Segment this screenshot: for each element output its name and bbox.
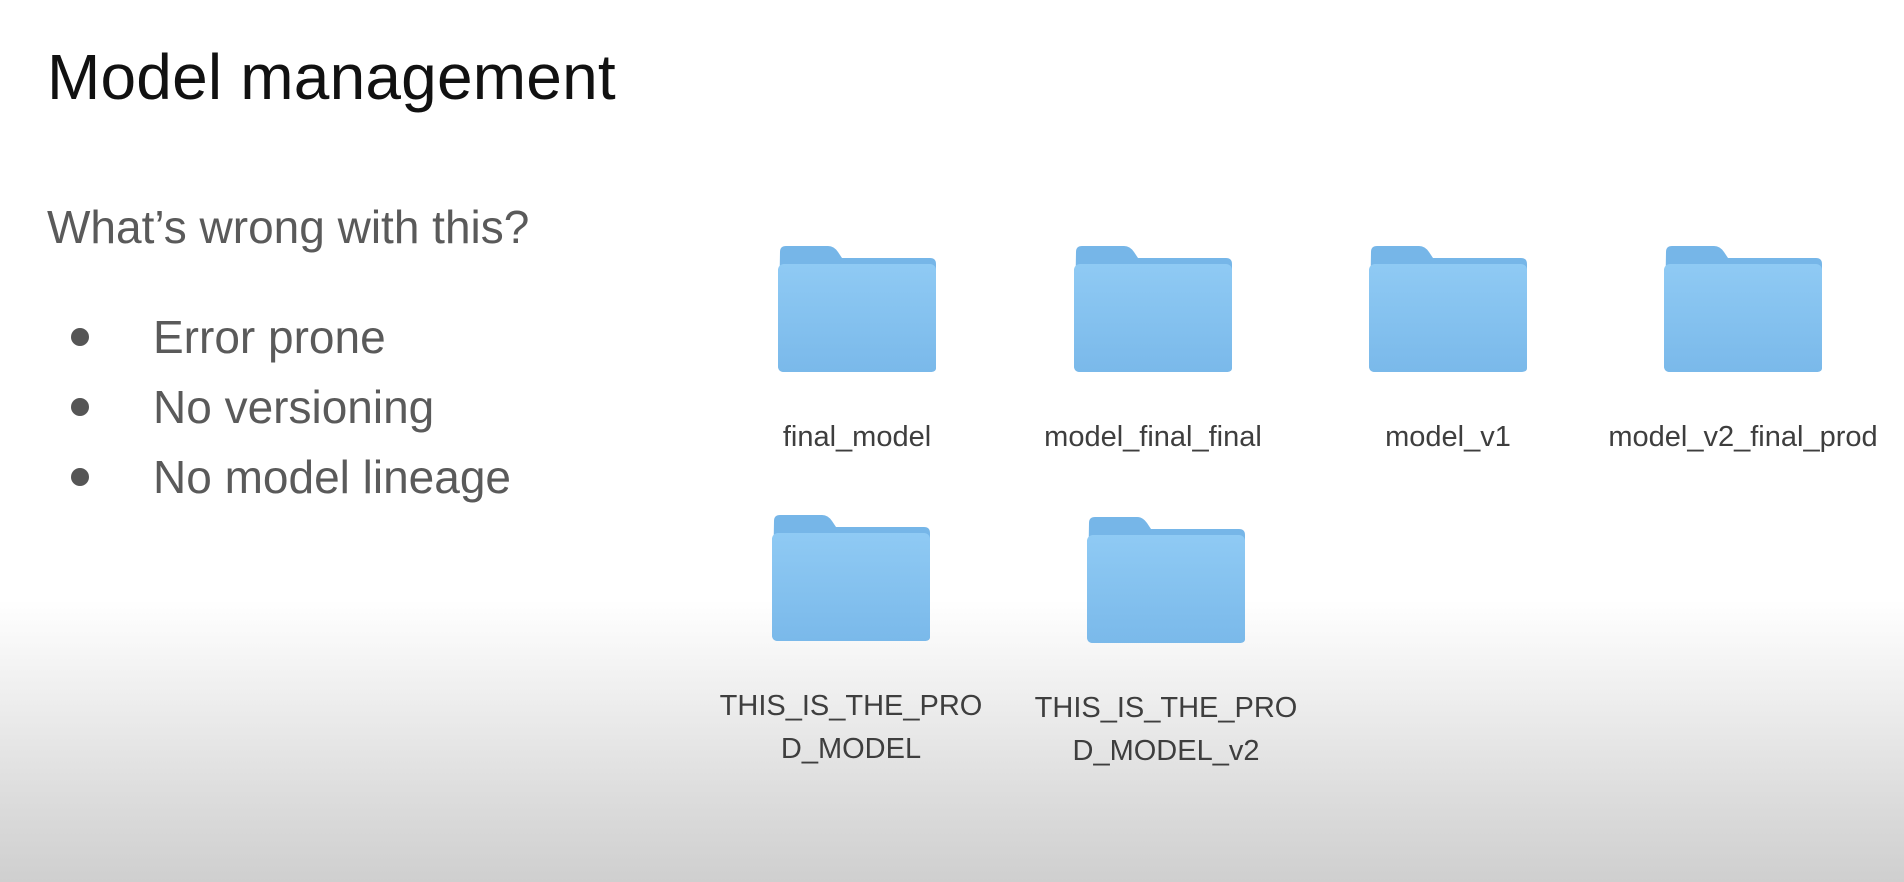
folder-item[interactable]: final_model bbox=[722, 244, 992, 459]
bullet-dot-icon bbox=[71, 398, 89, 416]
folder-label: model_final_final bbox=[1044, 421, 1262, 453]
folder-label: THIS_IS_THE_PROD_MODEL bbox=[719, 690, 983, 765]
folder-icon bbox=[1664, 246, 1822, 372]
bullet-text: Error prone bbox=[153, 311, 386, 363]
folder-icon bbox=[1074, 246, 1232, 372]
folder-item[interactable]: model_final_final bbox=[1018, 244, 1288, 459]
bullet-text: No versioning bbox=[153, 381, 435, 433]
folder-icon bbox=[772, 515, 930, 641]
bullet-dot-icon bbox=[71, 328, 89, 346]
slide-subtitle: What’s wrong with this? bbox=[47, 201, 530, 253]
folder-icon bbox=[1087, 517, 1245, 643]
slide-title: Model management bbox=[47, 41, 616, 113]
bullet-item: No model lineage bbox=[66, 442, 511, 512]
folder-item[interactable]: THIS_IS_THE_PROD_MODEL_v2 bbox=[1031, 515, 1301, 773]
folder-label: model_v2_final_prod bbox=[1608, 421, 1878, 453]
bullet-text: No model lineage bbox=[153, 451, 512, 503]
folder-icon bbox=[778, 246, 936, 372]
folder-icon bbox=[1369, 246, 1527, 372]
folder-item[interactable]: model_v1 bbox=[1313, 244, 1583, 459]
bullet-item: No versioning bbox=[66, 372, 511, 442]
folder-item[interactable]: THIS_IS_THE_PROD_MODEL bbox=[716, 513, 986, 771]
bullet-dot-icon bbox=[71, 468, 89, 486]
folder-label: THIS_IS_THE_PROD_MODEL_v2 bbox=[1034, 692, 1298, 767]
folder-label: final_model bbox=[782, 421, 932, 453]
folder-item[interactable]: model_v2_final_prod bbox=[1608, 244, 1878, 459]
bullet-item: Error prone bbox=[66, 302, 511, 372]
bullet-list: Error prone No versioning No model linea… bbox=[66, 302, 511, 512]
folder-label: model_v1 bbox=[1385, 421, 1511, 453]
